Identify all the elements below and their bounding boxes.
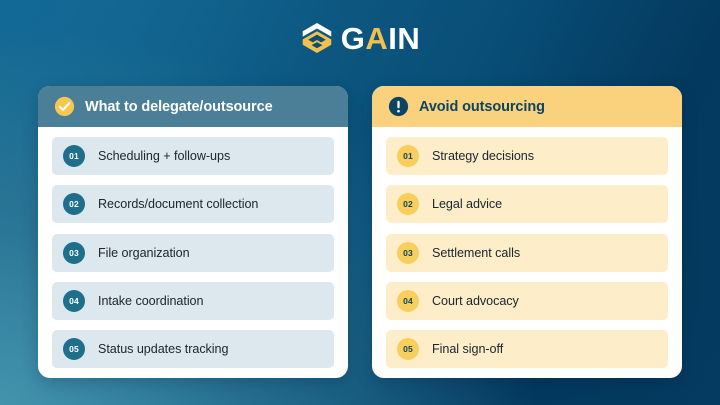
- list-item[interactable]: 03 Settlement calls: [386, 233, 668, 272]
- card-delegate-header: What to delegate/outsource: [38, 86, 348, 127]
- list-item-number: 03: [63, 241, 85, 264]
- brand-logo: G A IN: [0, 16, 720, 60]
- card-delegate-list: 01 Scheduling + follow-ups 02 Records/do…: [38, 127, 348, 378]
- list-item-label: File organization: [98, 245, 190, 260]
- list-item-number: 02: [397, 193, 419, 216]
- list-item-label: Records/document collection: [98, 197, 259, 212]
- list-item-number: 05: [63, 338, 85, 360]
- list-item-number: 01: [397, 145, 419, 167]
- exclamation-circle-icon: [388, 96, 409, 117]
- list-item[interactable]: 05 Final sign-off: [386, 330, 668, 368]
- brand-wordmark-in: IN: [388, 20, 421, 56]
- list-item[interactable]: 05 Status updates tracking: [52, 330, 334, 368]
- list-item[interactable]: 03 File organization: [52, 233, 334, 272]
- list-item-label: Settlement calls: [432, 245, 521, 260]
- list-item-number: 03: [397, 241, 419, 264]
- list-item-number: 04: [63, 289, 85, 312]
- list-item[interactable]: 04 Intake coordination: [52, 281, 334, 320]
- list-item-label: Final sign-off: [432, 342, 504, 356]
- list-item-label: Court advocacy: [432, 293, 519, 308]
- list-item-number: 04: [397, 289, 419, 312]
- list-item-label: Legal advice: [432, 197, 503, 212]
- list-item[interactable]: 02 Legal advice: [386, 185, 668, 224]
- list-item-number: 05: [397, 338, 419, 360]
- brand-wordmark: G A IN: [341, 23, 421, 54]
- card-avoid-header: Avoid outsourcing: [372, 86, 682, 127]
- list-item[interactable]: 04 Court advocacy: [386, 281, 668, 320]
- card-delegate-title: What to delegate/outsource: [85, 98, 273, 115]
- list-item[interactable]: 01 Strategy decisions: [386, 137, 668, 175]
- check-circle-icon: [54, 96, 75, 117]
- list-item-label: Scheduling + follow-ups: [98, 149, 231, 163]
- list-item-label: Intake coordination: [98, 293, 204, 308]
- list-item-label: Strategy decisions: [432, 149, 535, 163]
- list-item[interactable]: 02 Records/document collection: [52, 185, 334, 224]
- list-item-number: 01: [63, 145, 85, 167]
- card-delegate-outsource: What to delegate/outsource 01 Scheduling…: [38, 86, 348, 378]
- list-item-number: 02: [63, 193, 85, 216]
- list-item[interactable]: 01 Scheduling + follow-ups: [52, 137, 334, 175]
- card-avoid-outsourcing: Avoid outsourcing 01 Strategy decisions …: [372, 86, 682, 378]
- brand-wordmark-a: A: [365, 20, 389, 56]
- card-avoid-title: Avoid outsourcing: [419, 98, 545, 115]
- card-avoid-list: 01 Strategy decisions 02 Legal advice 03…: [372, 127, 682, 378]
- list-item-label: Status updates tracking: [98, 342, 229, 356]
- gain-hexagon-chevron-icon: [302, 23, 332, 53]
- brand-wordmark-g: G: [340, 20, 366, 56]
